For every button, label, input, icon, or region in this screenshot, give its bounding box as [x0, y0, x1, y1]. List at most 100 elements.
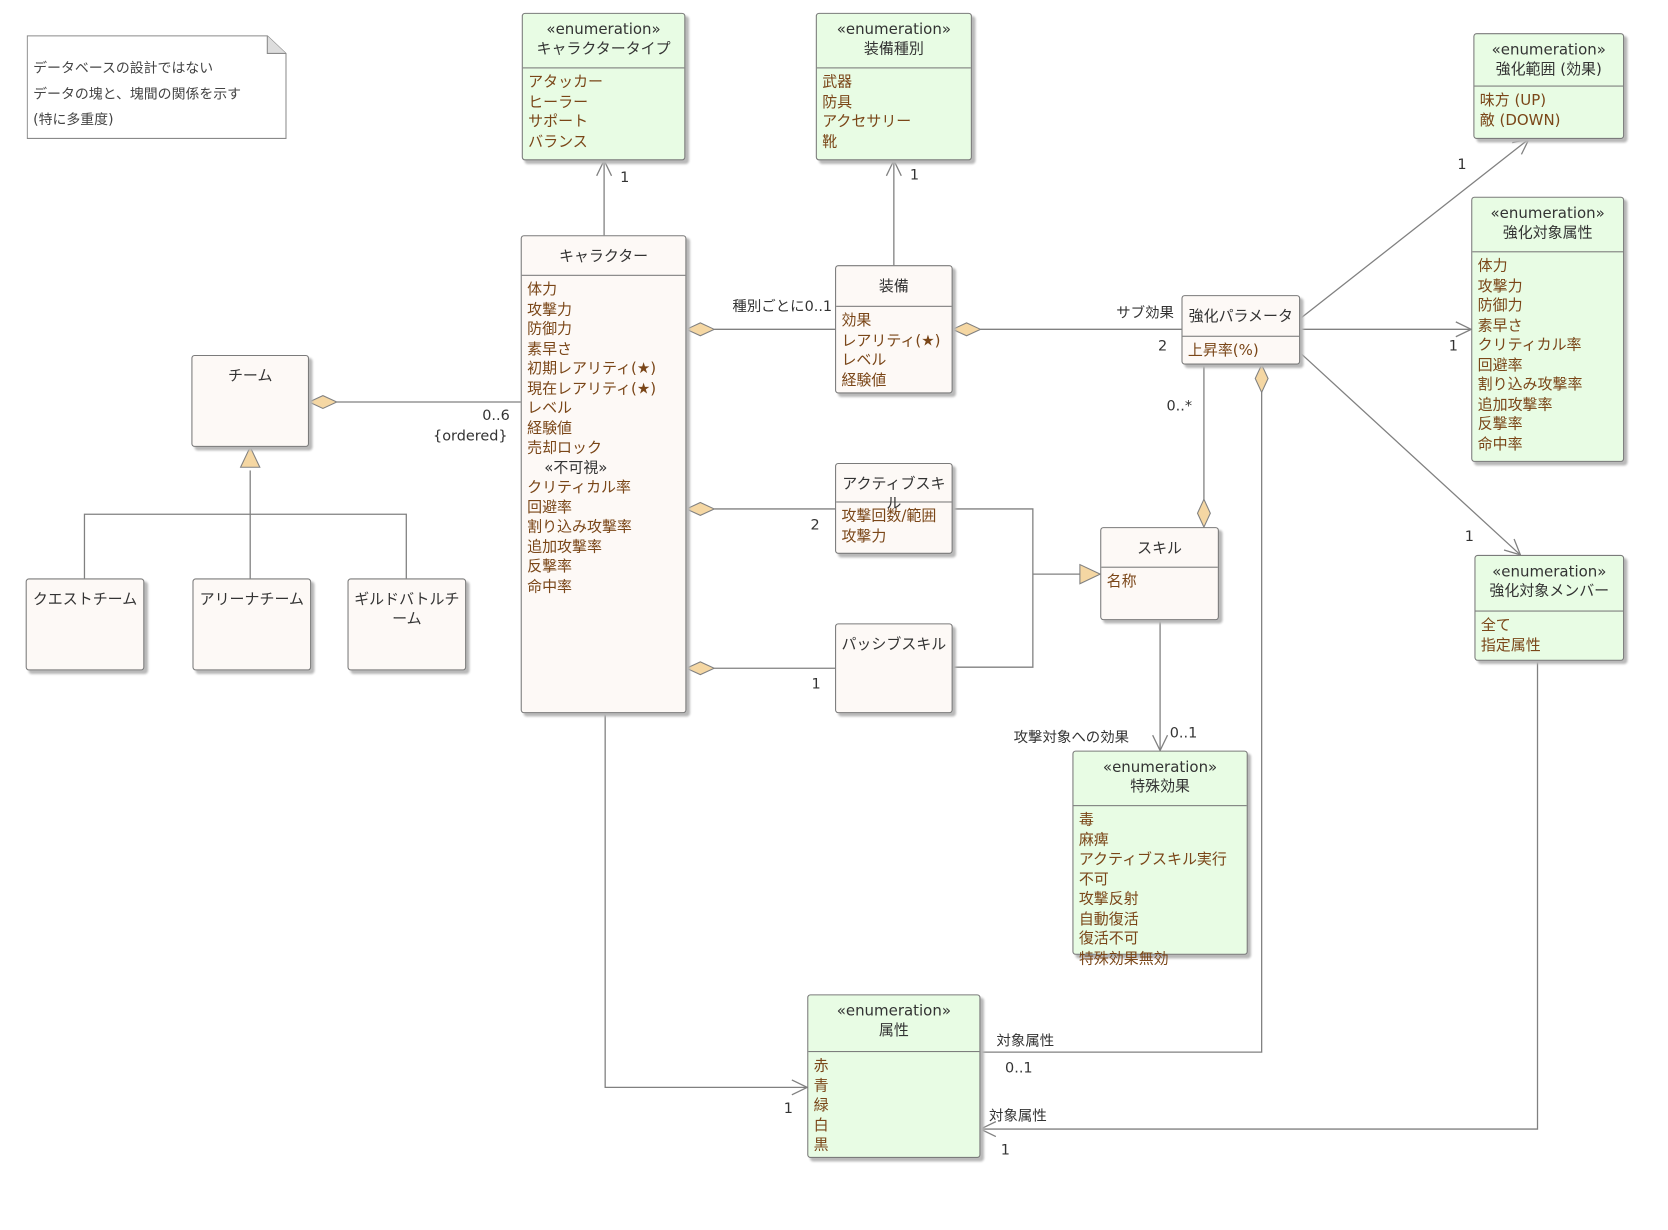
attribute: 敵 (DOWN) — [1479, 111, 1561, 129]
hidden-attribute: クリティカル率 — [527, 479, 632, 497]
open-arrow-icon — [1512, 138, 1531, 155]
stereotype-label: «enumeration» — [1492, 563, 1607, 581]
attribute: レベル — [527, 399, 573, 417]
note-shape — [26, 35, 287, 139]
attribute: 効果 — [841, 312, 872, 330]
attribute: 全て — [1480, 616, 1511, 635]
attribute: アクティブスキル実行不可 — [1078, 851, 1227, 888]
class-skill[interactable]: スキル名称 — [1100, 527, 1219, 621]
attribute-list: 上昇率(%) — [1183, 337, 1300, 365]
connector-label-char-elem-mult: 1 — [783, 1100, 793, 1118]
attribute: アクセサリー — [822, 113, 912, 131]
connector-label-attack-effect-mult: 0..1 — [1169, 724, 1198, 743]
open-arrow-icon — [978, 1121, 997, 1138]
enumeration-buff-target-attr[interactable]: «enumeration»強化対象属性体力攻撃力防御力素早さクリティカル率回避率… — [1471, 196, 1625, 462]
generalization-line — [952, 508, 1034, 668]
generalization-triangle-icon — [1079, 563, 1102, 585]
stereotype-label: «enumeration» — [836, 21, 952, 39]
connector-label-team-mult: 0..6 — [482, 407, 510, 425]
note[interactable]: データベースの設計ではない データの塊と、塊間の関係を示す (特に多重度) — [26, 35, 287, 139]
association-line — [980, 660, 1539, 1130]
attribute: 攻撃力 — [1477, 277, 1523, 295]
stereotype-label: «enumeration» — [546, 21, 661, 39]
attribute: 攻撃力 — [841, 527, 887, 545]
connector-label-char-type-mult: 1 — [620, 168, 630, 187]
attribute-list: 体力攻撃力防御力素早さクリティカル率回避率割り込み攻撃率追加攻撃率反撃率命中率 — [1472, 252, 1623, 458]
attribute: 復活不可 — [1078, 930, 1139, 948]
class-name: 装備種別 — [863, 40, 924, 58]
connector-label-sub-effect-role: サブ効果 — [1116, 304, 1174, 322]
class-name: 特殊効果 — [1130, 778, 1191, 796]
attribute-list: 毒麻痺アクティブスキル実行不可攻撃反射自動復活復活不可特殊効果無効 — [1073, 806, 1246, 973]
connector-label-team-ordered: {ordered} — [433, 427, 508, 445]
aggregation-diamond-icon — [685, 661, 716, 676]
class-active-skill[interactable]: アクティブスキル攻撃回数/範囲攻撃力 — [835, 462, 953, 554]
class-buff-param[interactable]: 強化パラメータ上昇率(%) — [1181, 295, 1301, 365]
attribute: 名称 — [1106, 573, 1137, 591]
aggregation-diamond-icon — [1254, 363, 1269, 394]
attribute-list: 味方 (UP)敵 (DOWN) — [1474, 87, 1623, 135]
note-line: データの塊と、塊間の関係を示す — [33, 86, 242, 103]
generalization-line — [83, 513, 407, 579]
attribute-list: 攻撃回数/範囲攻撃力 — [836, 503, 951, 551]
class-name: 強化対象属性 — [1502, 224, 1593, 242]
connector-label-buff-attr-mult: 1 — [1448, 337, 1458, 355]
open-arrow-icon — [1152, 734, 1169, 753]
class-character[interactable]: キャラクター体力攻撃力防御力素早さ初期レアリティ(★)現在レアリティ(★)レベル… — [520, 235, 687, 714]
attribute: 防御力 — [527, 320, 573, 338]
aggregation-diamond-icon — [1196, 498, 1211, 529]
attribute: 毒 — [1078, 811, 1094, 829]
attribute: 素早さ — [527, 340, 573, 358]
attribute: サポート — [528, 113, 589, 131]
connector-label-active-mult: 2 — [810, 516, 820, 534]
connector-label-member-elem-mult: 1 — [1000, 1141, 1010, 1160]
class-passive-skill[interactable]: パッシブスキル — [835, 623, 953, 714]
stereotype-label: «enumeration» — [1490, 205, 1605, 223]
attribute: 経験値 — [527, 419, 573, 437]
attribute: 反撃率 — [1477, 415, 1523, 434]
hidden-attribute: 反撃率 — [527, 558, 573, 576]
attribute: 初期レアリティ(★) — [527, 360, 657, 378]
class-quest-team[interactable]: クエストチーム — [25, 578, 145, 671]
enumeration-buff-range[interactable]: «enumeration»強化範囲 (効果)味方 (UP)敵 (DOWN) — [1473, 33, 1625, 139]
stereotype-label: «enumeration» — [836, 1002, 952, 1021]
aggregation-diamond-icon — [685, 322, 716, 337]
class-arena-team[interactable]: アリーナチーム — [192, 578, 312, 671]
class-equipment[interactable]: 装備効果レアリティ(★)レベル経験値 — [835, 265, 953, 394]
enumeration-character-type[interactable]: «enumeration»キャラクタータイプアタッカーヒーラーサポートバランス — [521, 12, 686, 161]
attribute-list: 全て指定属性 — [1475, 612, 1623, 660]
attribute: 指定属性 — [1480, 636, 1541, 654]
enumeration-special-effect[interactable]: «enumeration»特殊効果毒麻痺アクティブスキル実行不可攻撃反射自動復活… — [1072, 750, 1248, 967]
generalization-triangle-icon — [239, 445, 261, 468]
connector-label-attack-effect-role: 攻撃対象への効果 — [1013, 729, 1130, 747]
attribute: アタッカー — [528, 73, 604, 91]
attribute: 自動復活 — [1078, 910, 1139, 928]
connector-label-passive-mult: 1 — [811, 675, 821, 693]
attribute-list: 体力攻撃力防御力素早さ初期レアリティ(★)現在レアリティ(★)レベル経験値売却ロ… — [522, 276, 686, 601]
attribute: 麻痺 — [1078, 831, 1109, 849]
enumeration-buff-target-member[interactable]: «enumeration»強化対象メンバー全て指定属性 — [1474, 554, 1625, 661]
connector-label-member-elem-role: 対象属性 — [989, 1107, 1047, 1125]
attribute: 上昇率(%) — [1187, 342, 1259, 360]
association-line — [980, 391, 1263, 1053]
attribute: 武器 — [822, 73, 853, 91]
hidden-stereotype: «不可視» — [544, 459, 608, 477]
attribute-list: 武器防具アクセサリー靴 — [817, 68, 971, 156]
association-line — [1299, 138, 1530, 320]
connector-label-param-elem-mult: 0..1 — [1005, 1059, 1033, 1077]
attribute-list: 名称 — [1101, 568, 1218, 596]
attribute: バランス — [528, 133, 588, 151]
enumeration-equipment-type[interactable]: «enumeration»装備種別武器防具アクセサリー靴 — [815, 12, 972, 161]
attribute: 防具 — [822, 93, 853, 111]
attribute: 回避率 — [1477, 356, 1523, 374]
class-team[interactable]: チーム — [191, 354, 309, 447]
connector-label-buff-member-mult: 1 — [1464, 528, 1474, 546]
open-arrow-icon — [791, 1079, 809, 1096]
aggregation-diamond-icon — [685, 501, 716, 516]
class-name: 属性 — [878, 1022, 909, 1040]
class-guild-team[interactable]: ギルドバトルチーム — [347, 578, 467, 671]
class-name: キャラクター — [558, 248, 649, 266]
class-name: チーム — [227, 367, 273, 385]
enumeration-element[interactable]: «enumeration»属性赤青緑白黒 — [807, 994, 981, 1158]
